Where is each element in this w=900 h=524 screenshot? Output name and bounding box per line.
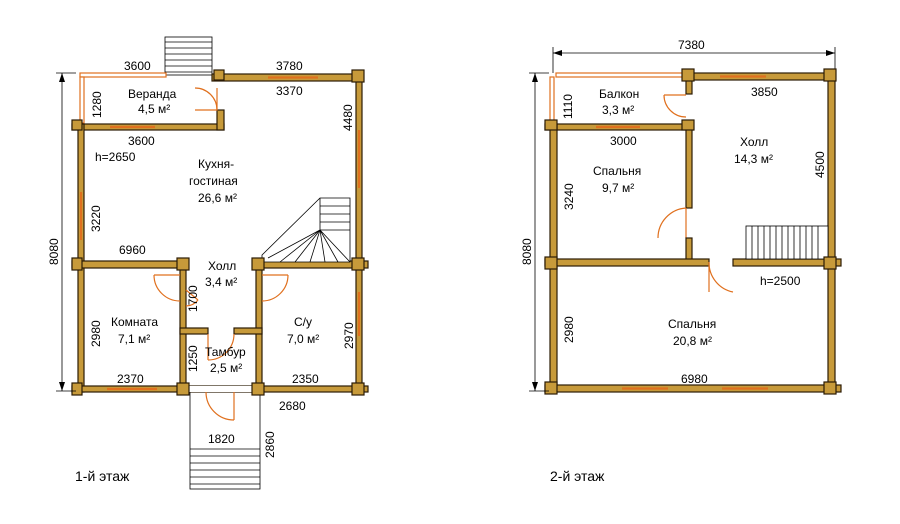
floor2-hall-name: Холл: [740, 135, 768, 149]
floor2-dim-3850: 3850: [751, 85, 778, 99]
floor1-height: h=2650: [95, 150, 136, 164]
floor2-caption: 2-й этаж: [550, 468, 605, 484]
floor2-wall-right: [827, 72, 836, 391]
floor1-dim-line-8080: [56, 72, 76, 392]
floor1-dim-2350: 2350: [292, 372, 319, 386]
floor1-dim-2980: 2980: [89, 320, 103, 347]
floor2-dim-2980: 2980: [562, 316, 576, 343]
floor1-dim-3370: 3370: [276, 84, 303, 98]
floor1-dim-2680: 2680: [279, 399, 306, 413]
floor1-kitchen-name-line2: гостиная: [189, 174, 238, 188]
floor1-wall-right: [355, 73, 363, 393]
floor2-bedroom1-area: 9,7 м²: [602, 181, 634, 195]
floor1-room-area: 7,1 м²: [118, 332, 150, 346]
floor2-bedroom1-name: Спальня: [593, 164, 641, 178]
floor1-dim-1700: 1700: [186, 285, 200, 312]
floor1-bath-name: С/у: [294, 315, 312, 329]
floor2-hall-area: 14,3 м²: [734, 152, 773, 166]
floor1-tambur-area: 2,5 м²: [210, 361, 242, 375]
floor2-balcony-railing-top: [555, 72, 687, 78]
floor1-wall-bath-left: [255, 267, 263, 387]
floor2-dim-7380: 7380: [678, 38, 705, 52]
floor2-bedroom2-area: 20,8 м²: [673, 334, 712, 348]
floor2-bedroom1-door: [657, 207, 687, 239]
floor1-dim-3220: 3220: [89, 205, 103, 232]
floor1-stair-up: [261, 197, 351, 263]
floor2-balcony-name: Балкон: [599, 87, 639, 101]
floor2-dim-1110: 1110: [561, 94, 575, 119]
floor1-dim-6960: 6960: [119, 243, 146, 257]
floor2-wall-bottom: [544, 384, 842, 393]
floor1-veranda-area: 4,5 м²: [138, 102, 170, 116]
floor1-bath-area: 7,0 м²: [287, 332, 319, 346]
floor1-veranda-railing-top: [79, 72, 167, 78]
floor2-bedroom2-door: [708, 261, 734, 293]
floor1-entrance-door: [205, 391, 235, 421]
floor2-wall-middle: [544, 258, 710, 267]
floor2-dim-line-8080: [529, 72, 549, 392]
floor1-room-door: [153, 274, 181, 302]
floor1-dim-2860: 2860: [263, 431, 277, 458]
floor1-tambur-door: [207, 333, 235, 361]
floor2-balcony-railing-left: [549, 76, 555, 126]
floor2-dim-6980: 6980: [681, 372, 708, 386]
floor1-veranda-name: Веранда: [128, 87, 177, 101]
floor1-room-name: Комната: [111, 315, 158, 329]
floor2-dim-4500: 4500: [813, 151, 827, 178]
floor1-wall-tambur-top: [179, 327, 209, 335]
floor1-veranda-door: [194, 87, 218, 111]
floor1-veranda-stairs: [164, 36, 213, 76]
floor2-stair-opening: [745, 225, 829, 260]
floor2-dim-3240: 3240: [562, 183, 576, 210]
floor1-wall-veranda-right: [216, 109, 225, 131]
floor1-dim-1250: 1250: [186, 345, 200, 372]
floor2-dim-3000: 3000: [610, 134, 637, 148]
floor1-wall-middle: [71, 260, 187, 269]
floor1-dim-1280: 1280: [90, 91, 104, 118]
floor1-dim-2370: 2370: [117, 372, 144, 386]
floor2-height: h=2500: [760, 274, 801, 288]
floor1-tambur-name: Тамбур: [205, 345, 246, 359]
floor2-wall-bedroom1-right: [685, 123, 693, 209]
floor1-veranda-railing-left: [79, 76, 85, 124]
floor2-dim-8080: 8080: [520, 238, 534, 265]
floor1-hall-door: [185, 289, 199, 307]
floor1-kitchen-area: 26,6 м²: [198, 191, 237, 205]
floor1-dim-1820: 1820: [208, 432, 235, 446]
floor1-kitchen-name-line1: Кухня-: [198, 157, 234, 171]
floor2-balcony-area: 3,3 м²: [602, 103, 634, 117]
floor2-bedroom2-name: Спальня: [668, 317, 716, 331]
floor1-plan: Веранда 4,5 м² Кухня- гостиная 26,6 м² Х…: [47, 36, 369, 490]
floor1-dim-3780: 3780: [276, 59, 303, 73]
floor2-plan: Балкон 3,3 м² Холл 14,3 м² Спальня 9,7 м…: [520, 38, 842, 484]
floor1-hall-name: Холл: [208, 259, 236, 273]
floor2-dim-line-7380: [552, 47, 836, 73]
floor1-dim-8080: 8080: [47, 238, 61, 265]
floor1-bath-door: [261, 274, 289, 302]
floor1-dim-3600-top: 3600: [124, 59, 151, 73]
floor1-caption: 1-й этаж: [75, 468, 130, 484]
floor1-dim-4480: 4480: [341, 104, 355, 131]
floor1-hall-area: 3,4 м²: [205, 275, 237, 289]
floor1-dim-3600-mid: 3600: [128, 134, 155, 148]
floor2-balcony-door: [663, 94, 687, 118]
floor1-dim-2970: 2970: [342, 322, 356, 349]
floor1-entrance-stairs: [189, 391, 261, 490]
